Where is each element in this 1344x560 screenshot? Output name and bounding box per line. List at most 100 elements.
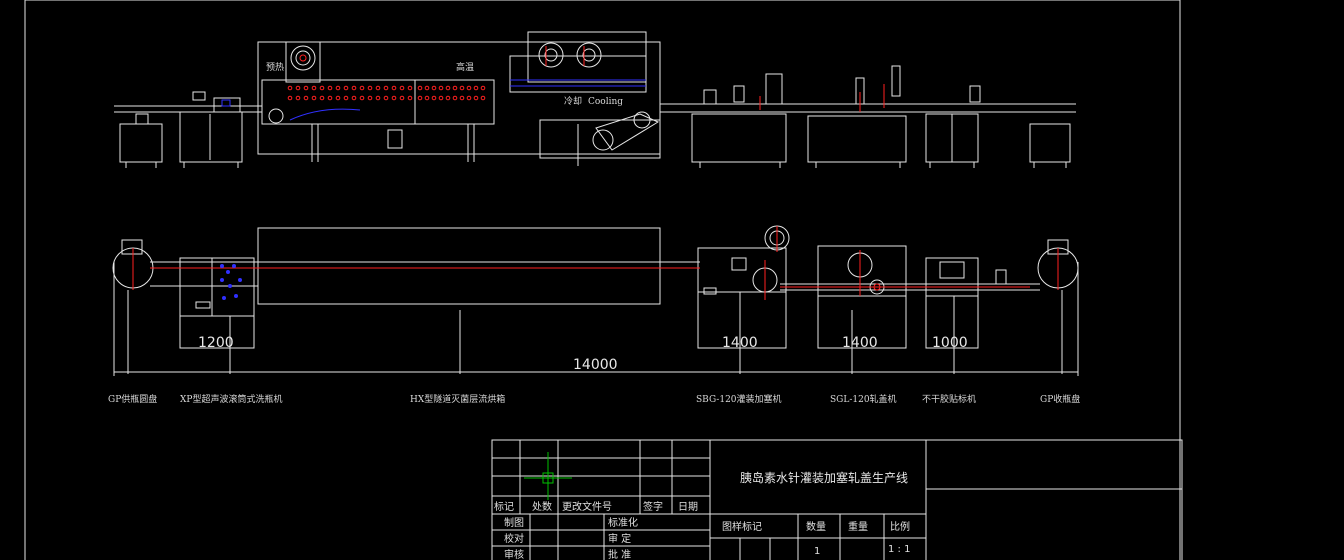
heater-dot <box>391 85 397 91</box>
heater-dot <box>319 95 325 101</box>
heater-dot <box>351 85 357 91</box>
feed-table-left <box>119 123 163 163</box>
meta-header: 数量 <box>806 520 826 533</box>
heater-dot <box>383 95 389 101</box>
meta-header: 比例 <box>890 520 910 533</box>
heater-dot <box>424 85 430 91</box>
washer-machine <box>179 111 243 163</box>
rev-header: 标记 <box>494 501 514 513</box>
heater-dot <box>351 95 357 101</box>
dim-washer: 1200 <box>198 335 234 351</box>
collect-table-right <box>1029 123 1071 163</box>
blue-details-top <box>221 79 646 121</box>
heater-dot <box>431 95 437 101</box>
label-high-temp: 高温 <box>456 61 474 73</box>
machine-label: SGL-120轧盖机 <box>830 393 897 405</box>
heater-dot <box>424 95 430 101</box>
heater-dot <box>359 95 365 101</box>
heater-dot <box>327 95 333 101</box>
plan-red-lines <box>132 226 1059 300</box>
heater-dot <box>367 85 373 91</box>
heater-dot <box>466 85 472 91</box>
row-right: 批 准 <box>608 548 631 560</box>
heater-dot <box>375 95 381 101</box>
machine-label: SBG-120灌装加塞机 <box>696 393 782 405</box>
heater-dot <box>445 95 451 101</box>
meta-header: 图样标记 <box>722 520 762 533</box>
title-block <box>491 439 1183 560</box>
heater-dot <box>327 85 333 91</box>
dim-total: 14000 <box>573 357 618 373</box>
heater-dot <box>459 95 465 101</box>
qty-value: 1 <box>814 546 820 557</box>
heater-dot <box>375 85 381 91</box>
heater-dot <box>417 85 423 91</box>
heater-dot <box>459 85 465 91</box>
rev-header: 日期 <box>678 501 698 513</box>
meta-header: 重量 <box>848 520 868 533</box>
tunnel-plan <box>257 227 661 305</box>
tunnel-oven <box>257 41 661 155</box>
heater-dot <box>407 95 413 101</box>
label-preheat: 预热 <box>266 61 284 73</box>
filling-machine <box>691 113 787 163</box>
row-left: 校对 <box>504 532 524 545</box>
dim-labeling: 1000 <box>932 335 968 351</box>
heater-dot <box>480 85 486 91</box>
row-left: 制图 <box>504 516 524 529</box>
heater-dot <box>359 85 365 91</box>
heater-dot <box>335 85 341 91</box>
plan-blue-details <box>220 264 242 300</box>
heater-dot <box>319 85 325 91</box>
heater-dot <box>445 85 451 91</box>
heater-dot <box>311 85 317 91</box>
machine-label: GP供瓶圆盘 <box>108 393 157 405</box>
heater-dot <box>452 95 458 101</box>
heater-dot <box>473 95 479 101</box>
heater-dots <box>287 85 486 101</box>
heater-dot <box>287 95 293 101</box>
heater-dot <box>287 85 293 91</box>
row-left: 审核 <box>504 548 524 560</box>
heater-dot <box>295 95 301 101</box>
row-right: 标准化 <box>608 516 638 529</box>
machine-label: 不干胶贴标机 <box>922 393 976 405</box>
plan-view <box>112 225 1079 376</box>
elevation-view <box>114 31 1076 168</box>
heater-dot <box>343 85 349 91</box>
dim-filling: 1400 <box>722 335 758 351</box>
heater-dot <box>473 85 479 91</box>
heater-dot <box>438 85 444 91</box>
heater-dot <box>431 85 437 91</box>
machine-label: GP收瓶盘 <box>1040 393 1080 405</box>
rev-header: 签字 <box>643 500 663 513</box>
heater-dot <box>295 85 301 91</box>
heater-dot <box>303 85 309 91</box>
heater-dot <box>335 95 341 101</box>
row-right: 审 定 <box>608 532 631 545</box>
heater-dot <box>303 95 309 101</box>
heater-dot <box>343 95 349 101</box>
heater-dot <box>452 85 458 91</box>
capping-machine <box>807 115 907 163</box>
red-details-top <box>299 46 885 112</box>
heater-dot <box>407 85 413 91</box>
heater-dot <box>438 95 444 101</box>
cad-cursor <box>524 452 572 500</box>
dim-capping: 1400 <box>842 335 878 351</box>
label-cooling-en: Cooling <box>588 97 623 107</box>
machine-label: HX型隧道灭菌层流烘箱 <box>410 393 505 405</box>
heater-dot <box>399 95 405 101</box>
label-cooling-cn: 冷却 <box>564 95 582 107</box>
heater-dot <box>367 95 373 101</box>
heater-dot <box>417 95 423 101</box>
ratio-value: 1 : 1 <box>888 544 910 555</box>
washer-plan <box>179 257 255 317</box>
machine-label: XP型超声波滚筒式洗瓶机 <box>180 393 282 405</box>
heater-dot <box>466 95 472 101</box>
rev-header: 更改文件号 <box>562 500 612 513</box>
drawing-frame <box>24 0 1181 560</box>
drawing-title: 胰岛素水针灌装加塞轧盖生产线 <box>740 470 908 485</box>
